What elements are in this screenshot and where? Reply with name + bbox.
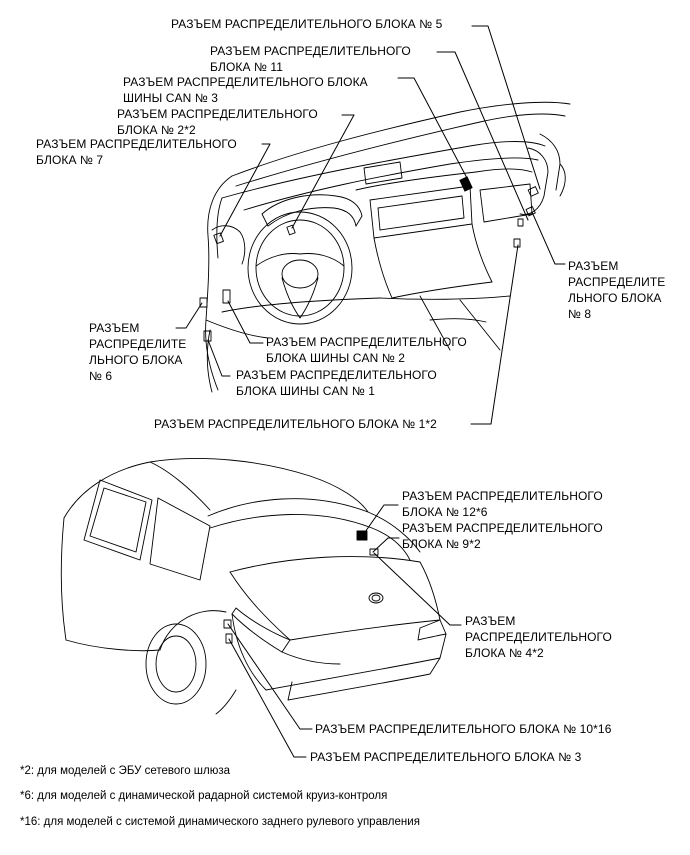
leader-lines xyxy=(175,25,566,758)
leader-line-can1 xyxy=(207,339,231,377)
label-connector-6: РАЗЪЕМ РАСПРЕДЕЛИТЕ ЛЬНОГО БЛОКА № 6 xyxy=(89,321,187,383)
leader-line-8 xyxy=(531,211,566,265)
label-connector-5: РАЗЪЕМ РАСПРЕДЕЛИТЕЛЬНОГО БЛОКА № 5 xyxy=(171,17,443,31)
label-connector-1: РАЗЪЕМ РАСПРЕДЕЛИТЕЛЬНОГО БЛОКА № 1*2 xyxy=(154,417,437,431)
footnote-6: *6: для моделей с динамической радарной … xyxy=(20,790,388,802)
label-connector-12: РАЗЪЕМ РАСПРЕДЕЛИТЕЛЬНОГО БЛОКА № 12*6 xyxy=(402,489,603,519)
leader-line-12 xyxy=(362,504,399,536)
leader-line-1 xyxy=(470,244,519,425)
leader-line-2 xyxy=(291,114,355,229)
leader-line-can2 xyxy=(227,300,264,344)
label-connector-7: РАЗЪЕМ РАСПРЕДЕЛИТЕЛЬНОГО БЛОКА № 7 xyxy=(36,137,237,167)
leader-line-can3 xyxy=(397,77,469,181)
label-connector-9: РАЗЪЕМ РАСПРЕДЕЛИТЕЛЬНОГО БЛОКА № 9*2 xyxy=(402,521,603,551)
leader-line-9 xyxy=(372,537,400,553)
label-connector-4: РАЗЪЕМ РАСПРЕДЕЛИТЕЛЬНОГО БЛОКА № 4*2 xyxy=(465,614,612,660)
leader-line-4 xyxy=(373,552,462,626)
footnote-2: *2: для моделей с ЭБУ сетевого шлюза xyxy=(20,765,231,777)
label-connector-10: РАЗЪЕМ РАСПРЕДЕЛИТЕЛЬНОГО БЛОКА № 10*16 xyxy=(315,722,612,736)
leader-line-6 xyxy=(175,302,203,329)
label-connector-3: РАЗЪЕМ РАСПРЕДЕЛИТЕЛЬНОГО БЛОКА № 3 xyxy=(310,750,582,764)
leader-line-10 xyxy=(227,623,313,730)
label-can-connector-3: РАЗЪЕМ РАСПРЕДЕЛИТЕЛЬНОГО БЛОКА ШИНЫ CAN… xyxy=(123,75,368,105)
leader-line-5 xyxy=(471,25,541,190)
leader-line-11 xyxy=(436,51,529,221)
leader-line-7 xyxy=(219,143,271,237)
label-connector-8: РАЗЪЕМ РАСПРЕДЕЛИТЕ ЛЬНОГО БЛОКА № 8 xyxy=(568,259,666,321)
footnote-16: *16: для моделей с системой динамическог… xyxy=(20,816,420,828)
label-connector-2: РАЗЪЕМ РАСПРЕДЕЛИТЕЛЬНОГО БЛОКА № 2*2 xyxy=(117,107,318,137)
label-connector-11: РАЗЪЕМ РАСПРЕДЕЛИТЕЛЬНОГО БЛОКА № 11 xyxy=(210,44,411,74)
label-can-connector-2: РАЗЪЕМ РАСПРЕДЕЛИТЕЛЬНОГО БЛОКА ШИНЫ CAN… xyxy=(266,335,467,365)
car-illustration xyxy=(60,458,447,715)
dashboard-illustration xyxy=(199,101,571,393)
label-can-connector-1: РАЗЪЕМ РАСПРЕДЕЛИТЕЛЬНОГО БЛОКА ШИНЫ CAN… xyxy=(236,368,437,398)
leader-line-3 xyxy=(228,638,307,758)
